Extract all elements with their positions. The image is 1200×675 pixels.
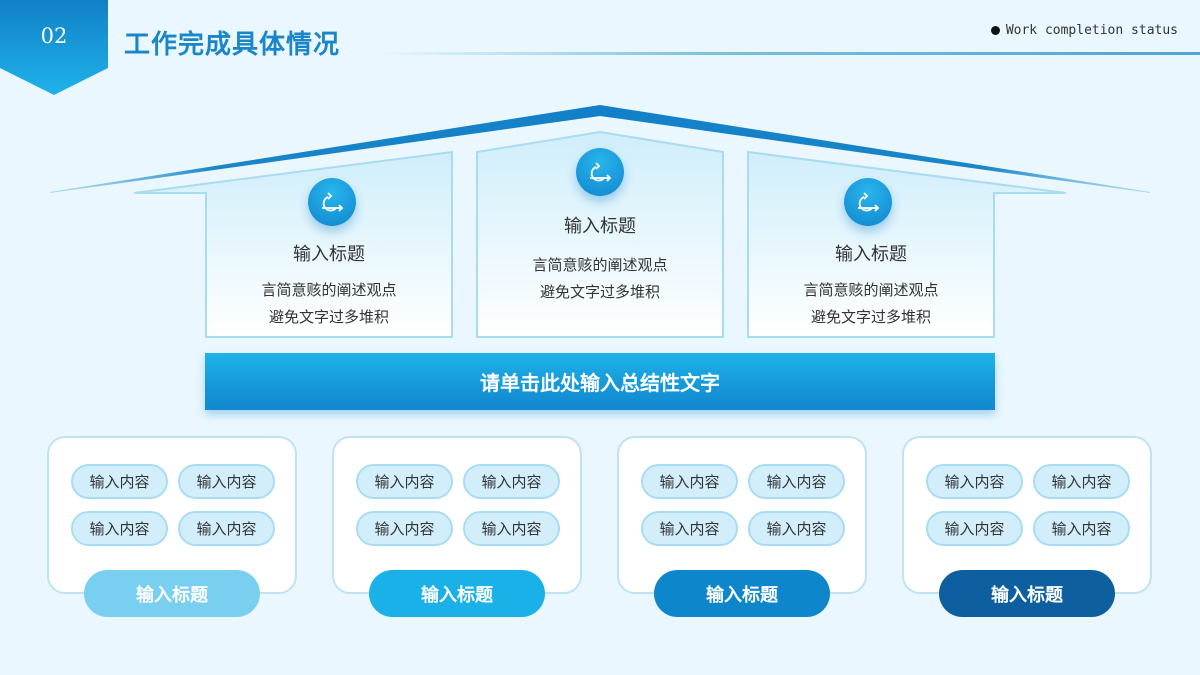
content-chip[interactable]: 输入内容 bbox=[748, 464, 845, 499]
panel-description: 言简意赅的阐述观点 避免文字过多堆积 bbox=[206, 277, 452, 331]
content-card-2: 输入内容 输入内容 输入内容 输入内容 bbox=[332, 436, 582, 594]
header-divider bbox=[380, 52, 1200, 55]
section-badge: 02 bbox=[0, 0, 108, 95]
panel-desc-line: 言简意赅的阐述观点 bbox=[261, 281, 397, 299]
summary-text-box[interactable]: 请单击此处输入总结性文字 bbox=[205, 353, 995, 410]
content-chip[interactable]: 输入内容 bbox=[1033, 464, 1130, 499]
page-title: 工作完成具体情况 bbox=[124, 30, 341, 60]
panel-description: 言简意赅的阐述观点 避免文字过多堆积 bbox=[477, 252, 723, 306]
content-chip[interactable]: 输入内容 bbox=[748, 511, 845, 546]
card-title-4[interactable]: 输入标题 bbox=[939, 570, 1115, 617]
panel-middle: 输入标题 言简意赅的阐述观点 避免文字过多堆积 bbox=[477, 132, 723, 337]
subtitle-text: Work completion status bbox=[1005, 23, 1178, 38]
content-chip[interactable]: 输入内容 bbox=[71, 464, 168, 499]
panel-desc-line: 避免文字过多堆积 bbox=[268, 308, 389, 326]
section-number: 02 bbox=[40, 24, 68, 48]
house-roof-graphic bbox=[50, 105, 1150, 338]
content-card-1: 输入内容 输入内容 输入内容 输入内容 bbox=[47, 436, 297, 594]
content-chip[interactable]: 输入内容 bbox=[356, 464, 453, 499]
panel-title: 输入标题 bbox=[564, 216, 636, 237]
bullet-dot-icon bbox=[990, 26, 1000, 35]
panel-title: 输入标题 bbox=[293, 244, 365, 265]
card-title-1[interactable]: 输入标题 bbox=[84, 570, 260, 617]
content-chip[interactable]: 输入内容 bbox=[926, 511, 1023, 546]
content-chip[interactable]: 输入内容 bbox=[71, 511, 168, 546]
content-chip[interactable]: 输入内容 bbox=[926, 464, 1023, 499]
panel-desc-line: 避免文字过多堆积 bbox=[810, 308, 931, 326]
panel-left: 输入标题 言简意赅的阐述观点 避免文字过多堆积 bbox=[206, 152, 452, 337]
page-subtitle: Work completion status bbox=[990, 23, 1178, 38]
content-chip[interactable]: 输入内容 bbox=[463, 464, 560, 499]
content-chip[interactable]: 输入内容 bbox=[356, 511, 453, 546]
panel-desc-line: 言简意赅的阐述观点 bbox=[532, 256, 668, 274]
refresh-cycle-icon bbox=[308, 178, 356, 226]
panel-title: 输入标题 bbox=[835, 244, 907, 265]
content-card-4: 输入内容 输入内容 输入内容 输入内容 bbox=[902, 436, 1152, 594]
content-chip[interactable]: 输入内容 bbox=[641, 464, 738, 499]
panel-right: 输入标题 言简意赅的阐述观点 避免文字过多堆积 bbox=[748, 152, 994, 337]
content-chip[interactable]: 输入内容 bbox=[463, 511, 560, 546]
content-chip[interactable]: 输入内容 bbox=[1033, 511, 1130, 546]
content-chip[interactable]: 输入内容 bbox=[641, 511, 738, 546]
panel-desc-line: 避免文字过多堆积 bbox=[539, 283, 660, 301]
card-title-3[interactable]: 输入标题 bbox=[654, 570, 830, 617]
content-chip[interactable]: 输入内容 bbox=[178, 464, 275, 499]
card-title-2[interactable]: 输入标题 bbox=[369, 570, 545, 617]
content-chip[interactable]: 输入内容 bbox=[178, 511, 275, 546]
refresh-cycle-icon bbox=[844, 178, 892, 226]
panel-desc-line: 言简意赅的阐述观点 bbox=[803, 281, 939, 299]
refresh-cycle-icon bbox=[576, 148, 624, 196]
panel-description: 言简意赅的阐述观点 避免文字过多堆积 bbox=[748, 277, 994, 331]
badge-shape bbox=[0, 0, 108, 95]
